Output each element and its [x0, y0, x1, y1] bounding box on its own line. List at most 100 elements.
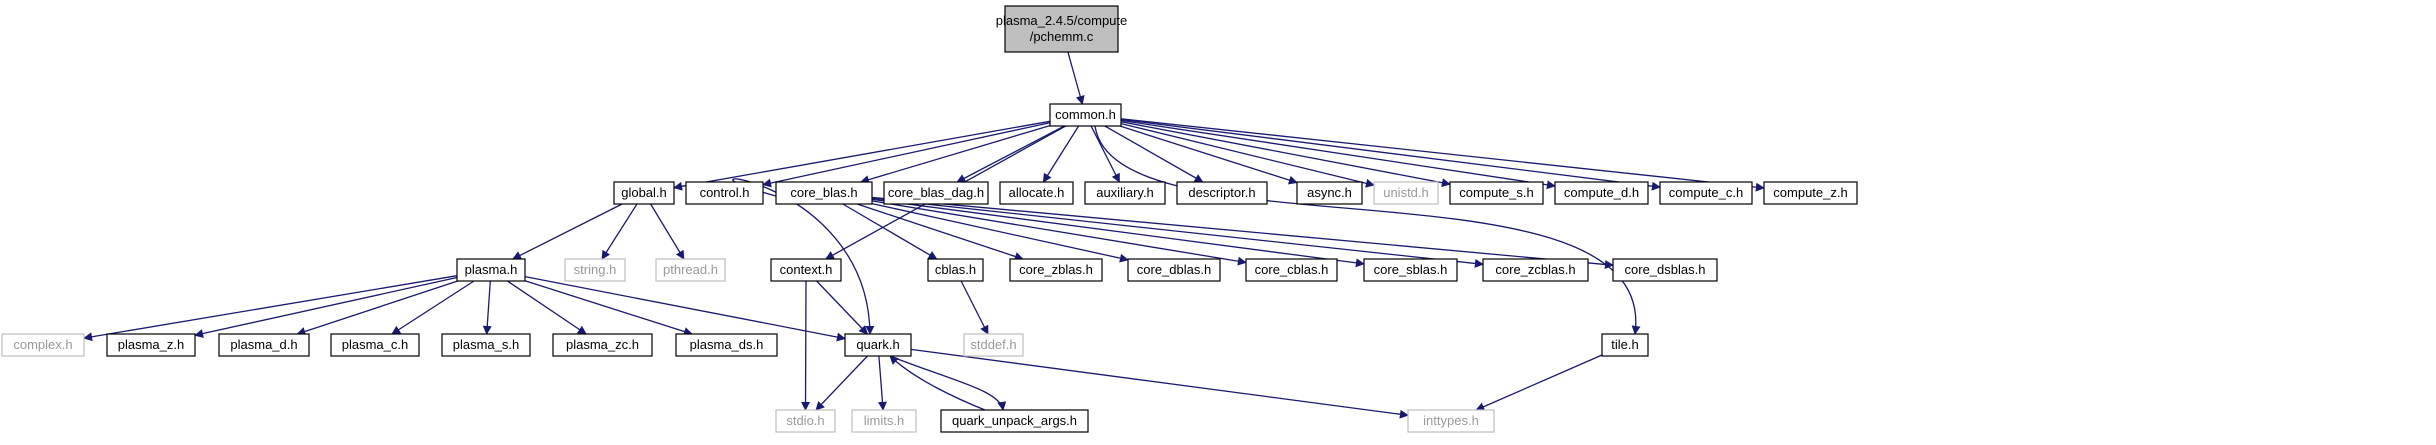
edge-common-to-core-blas	[860, 124, 1051, 184]
node-core-dsblas[interactable]: core_dsblas.h	[1612, 258, 1718, 282]
node-plasma-zc[interactable]: plasma_zc.h	[552, 333, 653, 357]
edge-global-to-pthread	[650, 203, 685, 260]
node-box	[564, 258, 626, 282]
node-core-cblas[interactable]: core_cblas.h	[1245, 258, 1338, 282]
node-box	[441, 333, 531, 357]
node-control[interactable]: control.h	[685, 181, 764, 205]
node-plasma-c[interactable]: plasma_c.h	[330, 333, 420, 357]
edge-common-to-global	[673, 120, 1051, 191]
node-plasma-ds[interactable]: plasma_ds.h	[675, 333, 778, 357]
edge-plasma-to-plasma-d	[296, 280, 458, 336]
node-label: compute_d.h	[1564, 185, 1639, 200]
node-label: stddef.h	[970, 337, 1016, 352]
node-root[interactable]: plasma_2.4.5/compute/pchemm.c	[996, 5, 1128, 53]
node-compute-d[interactable]: compute_d.h	[1554, 181, 1649, 205]
node-label: plasma_s.h	[453, 337, 519, 352]
node-compute-z[interactable]: compute_z.h	[1763, 181, 1858, 205]
node-box	[770, 258, 842, 282]
node-box	[927, 258, 984, 282]
node-label: stdio.h	[786, 413, 824, 428]
node-box	[218, 333, 310, 357]
edge-tile-to-inttypes	[1475, 354, 1603, 411]
edge-common-to-unistd	[1120, 122, 1375, 188]
node-label: core_cblas.h	[1255, 262, 1329, 277]
edges-layer	[83, 51, 1765, 419]
node-core-sblas[interactable]: core_sblas.h	[1363, 258, 1458, 282]
node-auxiliary[interactable]: auxiliary.h	[1084, 181, 1166, 205]
node-box	[330, 333, 420, 357]
node-label: quark.h	[856, 337, 899, 352]
edge-plasma-to-plasma-z	[194, 276, 458, 338]
node-core-blas[interactable]: core_blas.h	[775, 181, 873, 205]
node-label: tile.h	[1611, 337, 1638, 352]
edge-quark-to-limits	[877, 355, 887, 411]
node-compute-s[interactable]: compute_s.h	[1449, 181, 1544, 205]
node-plasma-d[interactable]: plasma_d.h	[218, 333, 310, 357]
node-box	[1612, 258, 1718, 282]
node-descriptor[interactable]: descriptor.h	[1176, 181, 1268, 205]
edge-core-blas-to-core-zcblas	[871, 197, 1484, 268]
node-label: string.h	[574, 262, 617, 277]
node-label: inttypes.h	[1423, 413, 1479, 428]
node-label: core_blas_dag.h	[888, 185, 984, 200]
node-inttypes: inttypes.h	[1407, 409, 1495, 433]
node-global[interactable]: global.h	[613, 181, 675, 205]
node-box	[1601, 333, 1649, 357]
node-box	[1176, 181, 1268, 205]
node-core-blas-dag[interactable]: core_blas_dag.h	[883, 181, 989, 205]
node-label: compute_z.h	[1773, 185, 1847, 200]
edge-common-to-control	[762, 122, 1051, 188]
node-label: compute_s.h	[1459, 185, 1533, 200]
node-label: global.h	[621, 185, 667, 200]
node-box	[844, 333, 912, 357]
node-label: async.h	[1307, 185, 1352, 200]
node-core-zcblas[interactable]: core_zcblas.h	[1482, 258, 1589, 282]
node-label: plasma_zc.h	[566, 337, 639, 352]
node-quark[interactable]: quark.h	[844, 333, 912, 357]
node-label: core_dsblas.h	[1625, 262, 1706, 277]
edge-root-to-common	[1067, 51, 1085, 105]
node-quark-unpack-args[interactable]: quark_unpack_args.h	[940, 409, 1089, 433]
node-limits: limits.h	[851, 409, 917, 433]
node-core-zblas[interactable]: core_zblas.h	[1009, 258, 1103, 282]
node-string: string.h	[564, 258, 626, 282]
node-stddef: stddef.h	[963, 333, 1024, 357]
node-common[interactable]: common.h	[1049, 103, 1122, 127]
edge-plasma-to-plasma-c	[391, 280, 475, 335]
node-label: compute_c.h	[1669, 185, 1743, 200]
node-box	[775, 181, 873, 205]
node-label: plasma_2.4.5/compute	[996, 13, 1128, 28]
node-allocate[interactable]: allocate.h	[999, 181, 1074, 205]
node-label: /pchemm.c	[1030, 29, 1094, 44]
edge-common-to-compute-d	[1120, 119, 1556, 190]
node-box	[851, 409, 917, 433]
edge-context-to-quark	[816, 280, 869, 335]
node-core-dblas[interactable]: core_dblas.h	[1127, 258, 1221, 282]
node-async[interactable]: async.h	[1296, 181, 1363, 205]
node-plasma-z[interactable]: plasma_z.h	[106, 333, 196, 357]
edge-quark-unpack-args-to-quark	[889, 355, 986, 411]
node-cblas[interactable]: cblas.h	[927, 258, 984, 282]
node-label: limits.h	[864, 413, 904, 428]
edge-common-to-compute-c	[1120, 118, 1661, 191]
edge-core-blas-to-core-dblas	[871, 202, 1129, 263]
node-plasma[interactable]: plasma.h	[456, 258, 526, 282]
node-box	[1373, 181, 1439, 205]
node-context[interactable]: context.h	[770, 258, 842, 282]
node-box	[1554, 181, 1649, 205]
edge-common-to-auxiliary	[1090, 125, 1120, 183]
edge-quark-to-stdio	[815, 355, 868, 411]
edge-quark-to-inttypes	[910, 348, 1409, 419]
node-box	[999, 181, 1074, 205]
node-plasma-s[interactable]: plasma_s.h	[441, 333, 531, 357]
edge-core-blas-to-core-dsblas	[871, 196, 1614, 269]
node-complex: complex.h	[1, 333, 85, 357]
node-box	[1, 333, 85, 357]
edge-plasma-to-plasma-zc	[507, 280, 587, 335]
node-label: control.h	[700, 185, 750, 200]
node-tile[interactable]: tile.h	[1601, 333, 1649, 357]
node-compute-c[interactable]: compute_c.h	[1659, 181, 1753, 205]
node-box	[1407, 409, 1495, 433]
edge-plasma-to-plasma-ds	[524, 280, 693, 336]
